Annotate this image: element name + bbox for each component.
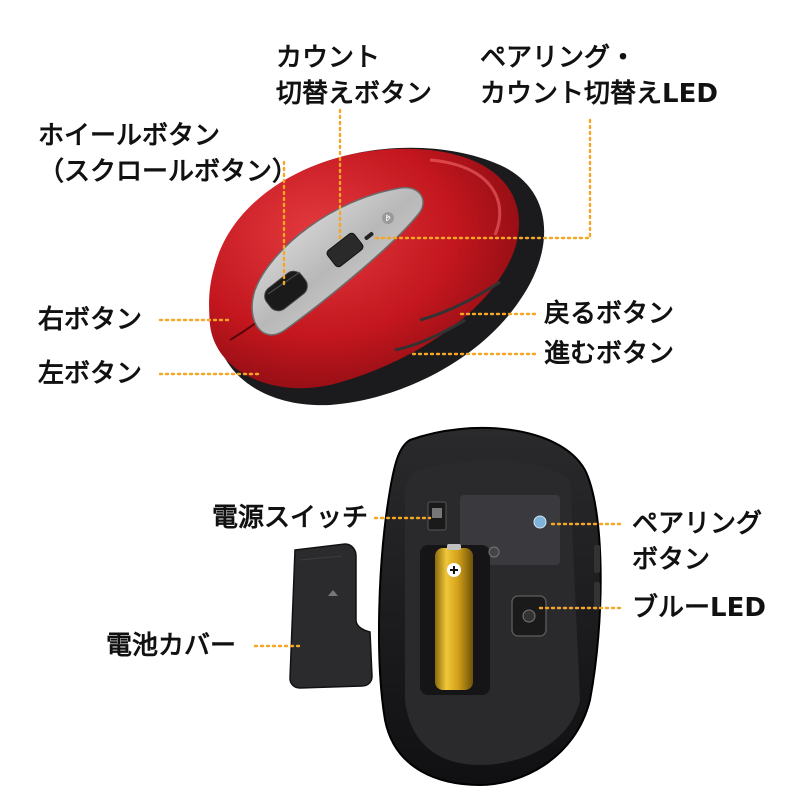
label-pairing-button: ペアリング ボタン [632,509,763,575]
label-forward-button: 進むボタン [544,339,675,369]
pairing-count-led [364,231,374,241]
battery-icon [435,544,473,690]
label-power-switch: 電源スイッチ [212,503,369,533]
mouse-bottom-view [378,412,602,787]
leader-lines [158,108,622,648]
label-back-button: 戻るボタン [544,299,675,329]
mouse-top-view [209,147,545,406]
count-switch-button [326,232,364,268]
scroll-wheel [264,270,308,312]
label-wheel-button: ホイールボタン （スクロールボタン） [38,121,299,187]
label-left-button: 左ボタン [38,359,143,389]
pairing-button-icon [533,515,547,529]
label-count-switch-button: カウント 切替えボタン [276,43,433,109]
label-pairing-count-led: ペアリング・ カウント切替えLED [480,43,718,109]
label-battery-cover: 電池カバー [106,631,237,661]
battery-cover [289,543,373,689]
label-right-button: 右ボタン [38,305,143,335]
label-blue-led: ブルーLED [632,593,766,623]
bluetooth-icon [382,212,394,224]
